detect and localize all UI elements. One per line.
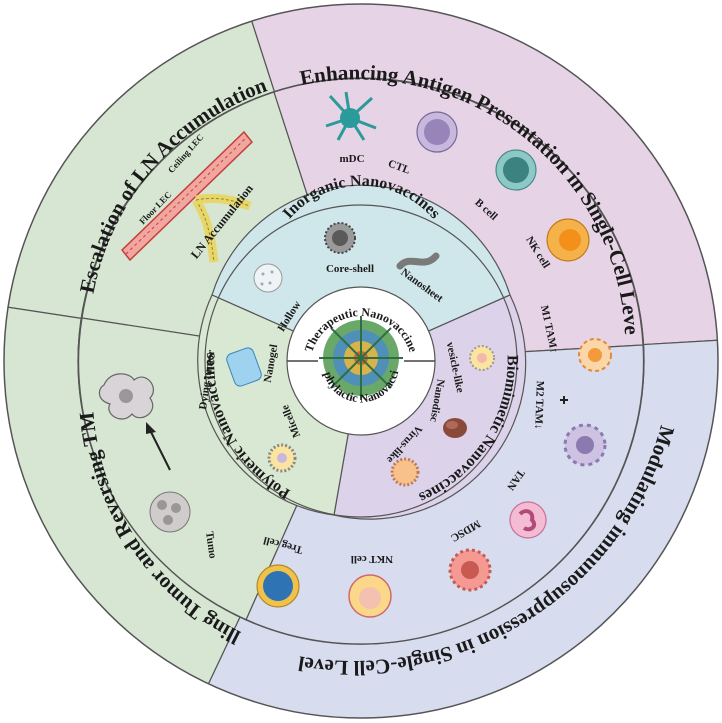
micelle-icon (267, 443, 297, 473)
outer-circle-outline (3, 3, 719, 719)
plus-icon (560, 396, 568, 404)
nanodisc-icon (443, 418, 467, 438)
label-core-shell: Core-shell (326, 263, 374, 275)
tumor-icon (149, 491, 191, 533)
inner-sector-inorganic (211, 184, 511, 362)
vesicle-like-icon (469, 345, 495, 371)
ctl-cell-icon (416, 111, 458, 153)
middle-circle-outline (77, 77, 645, 645)
m1-tam-icon (578, 338, 612, 372)
virus-like-icon (390, 457, 420, 487)
b-cell-icon (495, 149, 537, 191)
hollow-particle-icon (253, 263, 283, 293)
lymph-vessel-illustration (120, 130, 254, 263)
tan-cell-icon (509, 501, 547, 539)
nanosheet-icon (396, 252, 440, 270)
label-tumor: Tumo (203, 531, 219, 560)
treg-cell-icon (256, 564, 300, 608)
dying-tumor-icon (98, 373, 154, 420)
label-nkt-cell: NKT cell (351, 553, 393, 565)
nanogel-icon (226, 347, 262, 387)
mdc-cell-icon (325, 91, 377, 141)
nkt-cell-icon (348, 574, 392, 618)
core-shell-particle-icon (324, 222, 356, 254)
nk-cell-icon (546, 218, 590, 262)
mdsc-cell-icon (448, 548, 492, 592)
nanovaccine-particle-icon (319, 316, 403, 400)
label-m2-tam: M2 TAM↓ (532, 381, 546, 430)
m2-tam-icon (563, 423, 607, 467)
arrow-up-icon (146, 422, 171, 471)
inner-circle-outline (204, 204, 518, 518)
label-mdc: mDC (339, 153, 364, 165)
